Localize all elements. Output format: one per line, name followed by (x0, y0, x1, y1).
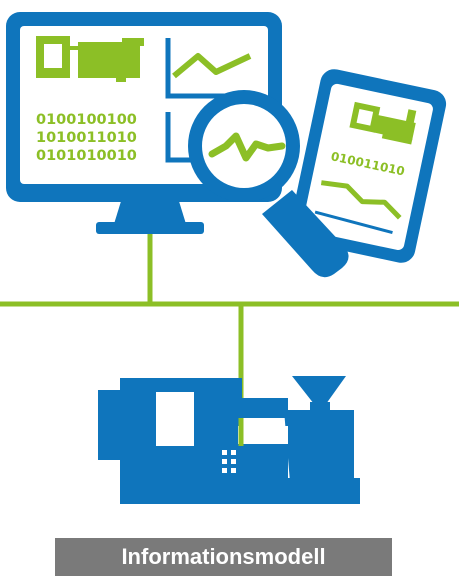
tablet-icon: 010011010 (289, 69, 447, 263)
control-panel-dots (222, 450, 236, 473)
machine-icon (98, 376, 360, 504)
magnifier-icon (188, 90, 349, 278)
binary-line-3: 0101010010 (36, 148, 137, 164)
monitor-machine-icon (36, 36, 144, 82)
tablet-machine-icon (349, 101, 417, 145)
binary-line-2: 1010011010 (36, 130, 137, 146)
tablet-trend-line (320, 180, 402, 220)
diagram-art: 010011010 0100100100 1010011010 01010100… (0, 12, 459, 504)
caption-bar: Informationsmodell (55, 538, 392, 576)
binary-line-1: 0100100100 (36, 112, 137, 128)
caption-label: Informationsmodell (121, 544, 326, 569)
monitor-binary-block: 0100100100 1010011010 0101010010 (36, 112, 137, 164)
